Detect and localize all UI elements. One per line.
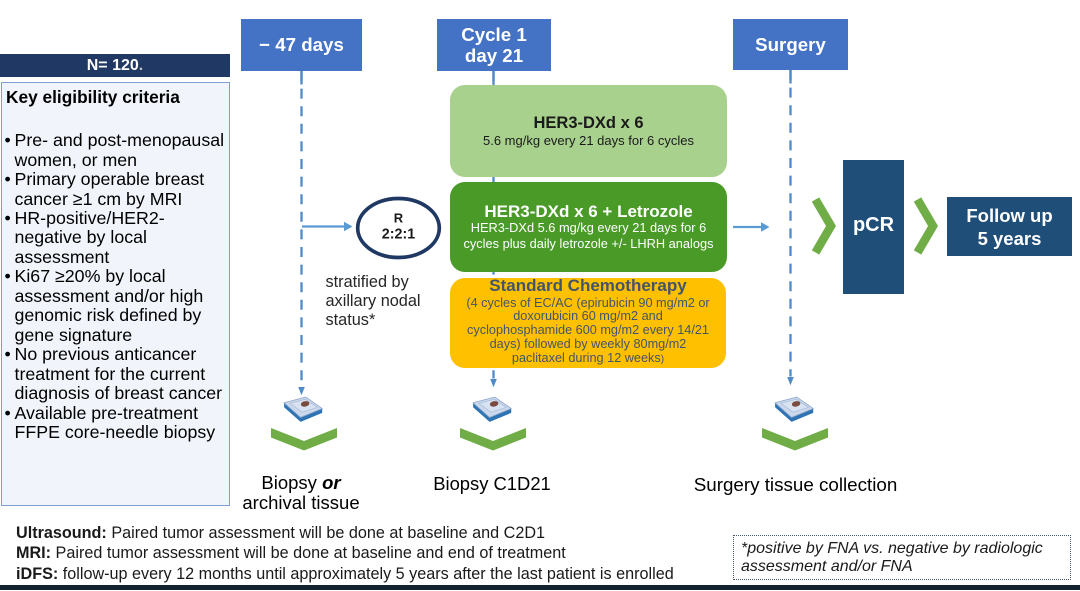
svg-text:2:2:1: 2:2:1 bbox=[382, 227, 415, 243]
svg-text:R: R bbox=[394, 211, 404, 226]
